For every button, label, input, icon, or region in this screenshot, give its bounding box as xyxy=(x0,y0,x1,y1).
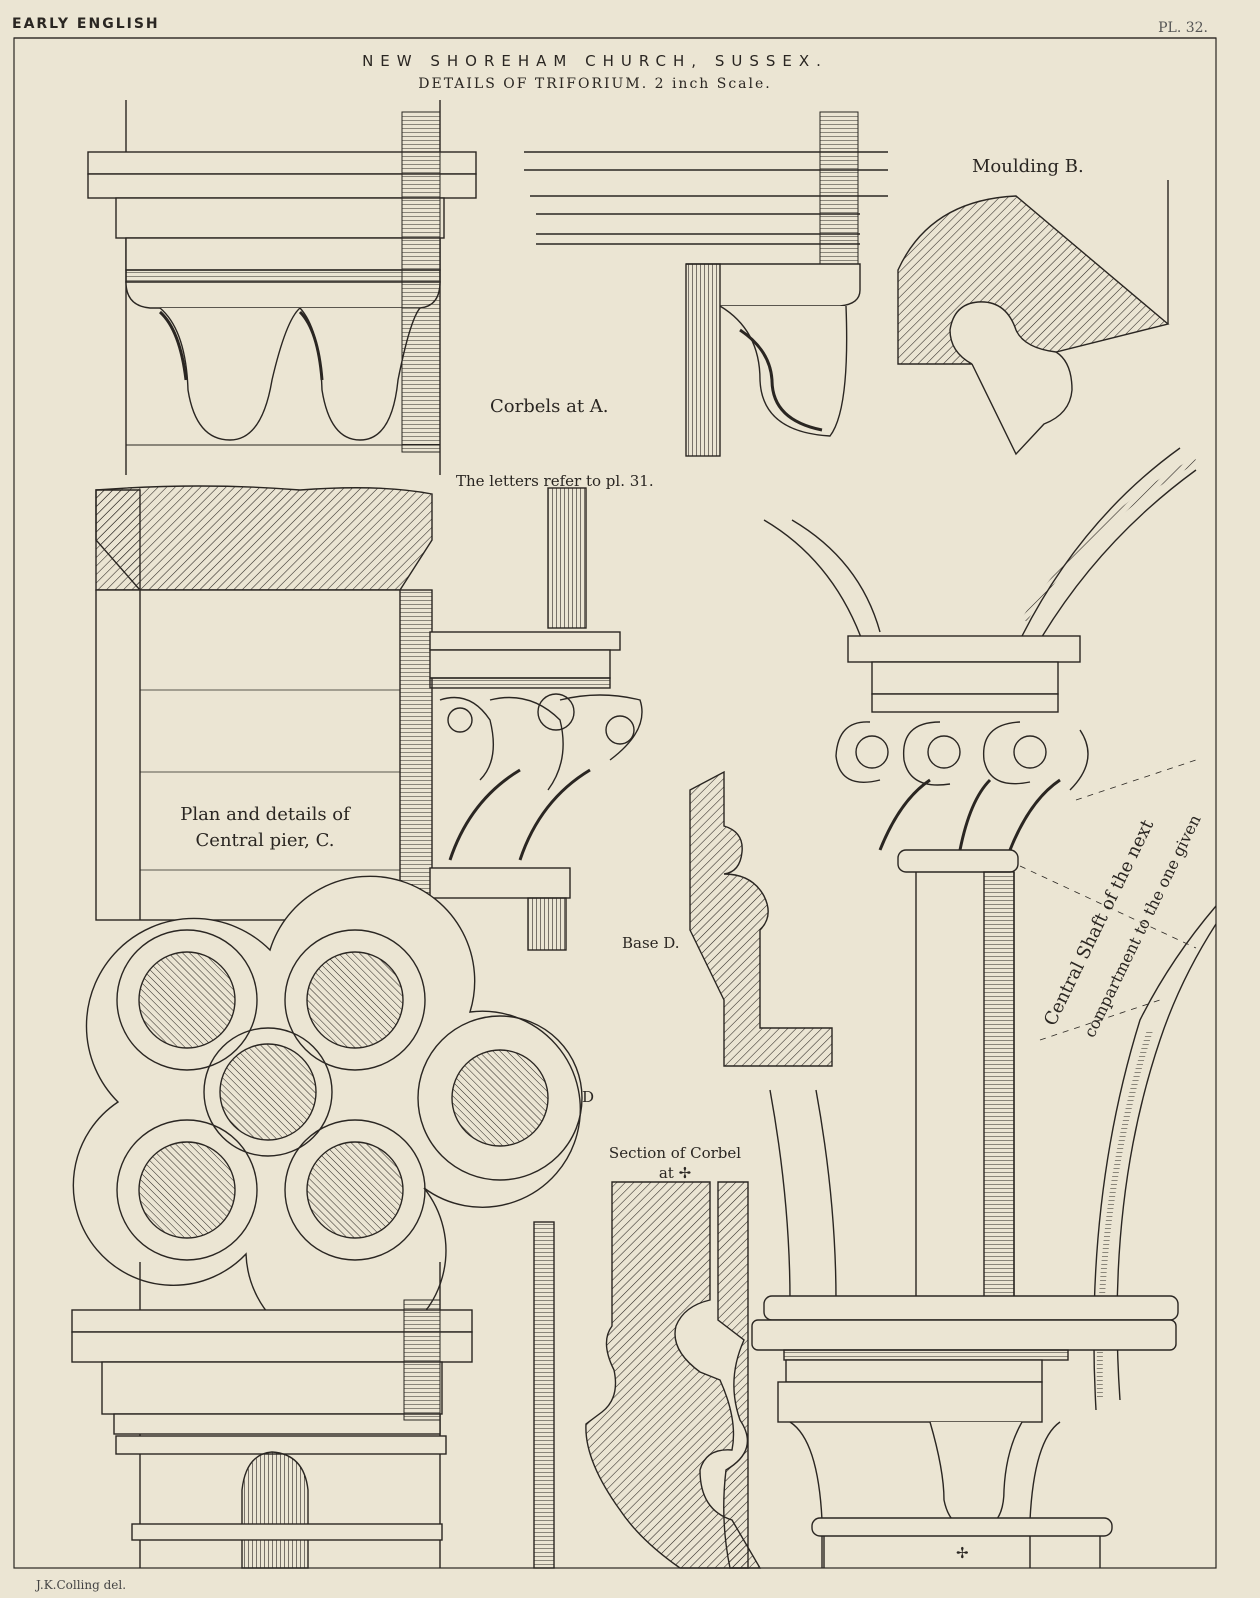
moulding-strip xyxy=(533,1221,555,1569)
pier-plan xyxy=(72,875,583,1352)
plan-label-line2: Central pier, C. xyxy=(195,830,335,851)
base-label: Base D. xyxy=(622,934,680,952)
plan-label-line1: Plan and details of xyxy=(180,804,350,825)
cross-mark: ✢ xyxy=(956,1544,969,1562)
corbels-label: Corbels at A. xyxy=(490,396,609,417)
pier-base-elevation xyxy=(71,1262,473,1569)
section-label-line1: Section of Corbel xyxy=(608,1144,742,1162)
base-d-section xyxy=(689,770,833,1067)
moulding-label: Moulding B. xyxy=(972,156,1084,177)
corbel-a-right-drawing xyxy=(524,111,888,457)
central-shaft-elevation xyxy=(751,447,1217,1568)
plate-subtitle: DETAILS OF TRIFORIUM. 2 inch Scale. xyxy=(418,76,772,92)
section-label-line2: at ✢ xyxy=(658,1164,692,1182)
plate-number: PL. 32. xyxy=(1158,20,1208,36)
plan-mark-d: D xyxy=(582,1088,595,1106)
central-pier-elevation xyxy=(95,485,433,921)
letters-note: The letters refer to pl. 31. xyxy=(456,472,654,490)
moulding-b-section xyxy=(897,180,1170,456)
series-heading: EARLY ENGLISH xyxy=(12,16,160,32)
plate-title: NEW SHOREHAM CHURCH, SUSSEX. xyxy=(362,52,828,70)
artist-credit: J.K.Colling del. xyxy=(36,1578,127,1592)
pier-capital-detail xyxy=(429,487,643,951)
corbel-a-left-drawing xyxy=(87,100,477,475)
corbel-section xyxy=(585,1181,762,1569)
